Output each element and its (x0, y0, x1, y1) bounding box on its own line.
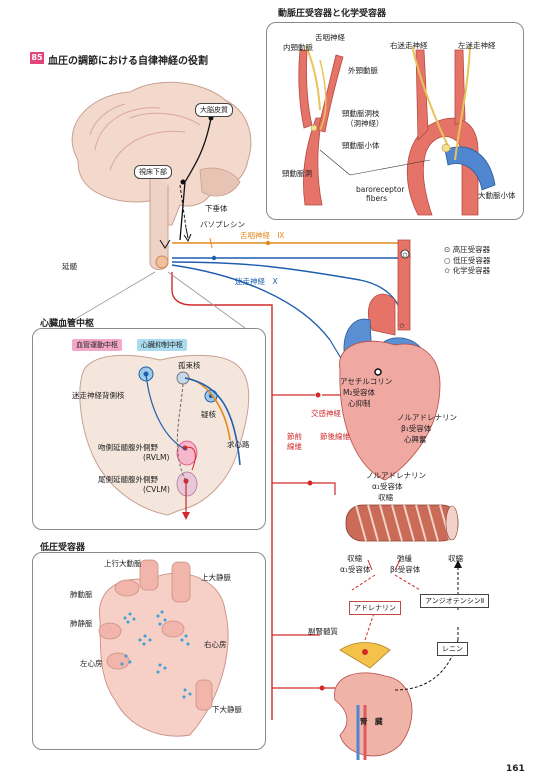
lp-label-1: 上大静脈 (201, 573, 231, 582)
vagus-label: 迷走神経 Ⅹ (235, 277, 278, 286)
carotid-label-4: 外頸動脈 (348, 66, 378, 75)
carotid-label-5: 頸動脈洞枝 (342, 109, 380, 118)
rvlm-label: 吻側延髄腹外側野 (98, 443, 158, 452)
low-pressure-icon: ○ (444, 255, 451, 265)
lp-label-6: 下大静脈 (212, 705, 242, 714)
chemoreceptor-icon: ✩ (444, 266, 451, 276)
lp-label-5: 左心房 (80, 659, 103, 668)
carotid-aorta-illustration (298, 45, 496, 216)
vessel-contract-label: 収縮 (378, 493, 393, 502)
carotid-label-3: 左迷走神経 (458, 41, 496, 50)
contract-c-label: 収縮 (448, 554, 463, 563)
renin-box: レニン (437, 642, 468, 656)
kidney-label: 腎 臓 (360, 717, 383, 726)
alpha1-b-label: α₁受容体 (340, 565, 371, 574)
high-pressure-icon: ⊙ (444, 245, 451, 254)
carotid-label-6: （洞神経） (346, 119, 384, 128)
baroreceptor-panel-title: 動脈圧受容器と化学受容器 (278, 9, 387, 19)
legend-low-pressure: ○ 低圧受容器 (444, 255, 491, 265)
preganglionic-label-2: 線維 (287, 442, 302, 451)
beta2-label: β₂受容体 (390, 565, 421, 574)
legend-chemoreceptor: ✩ 化学受容器 (444, 266, 491, 276)
rvlm-abbr: (RVLM) (143, 453, 170, 462)
section-number-badge: 85 (30, 52, 44, 64)
svg-text:✩: ✩ (401, 251, 408, 259)
heart-illustration: ✩ ✩ (339, 239, 441, 481)
vessel-alpha1-label: α₁受容体 (372, 482, 403, 491)
beta1-label: β₁受容体 (401, 424, 432, 433)
medulla-label: 延髄 (62, 262, 77, 271)
preganglionic-label: 節前 (287, 432, 302, 441)
svg-text:✩: ✩ (398, 322, 405, 330)
carotid-label-11: 大動脈小体 (478, 191, 516, 200)
cardio-inhibitory-tag: 心臓抑制中枢 (137, 339, 187, 351)
page-number: 161 (506, 764, 525, 774)
postganglionic-label: 節後線維 (320, 432, 350, 441)
sympathetic-label: 交感神経 (311, 409, 341, 418)
carotid-label-8: 頸動脈洞 (282, 169, 312, 178)
carotid-label-10: fibers (366, 194, 388, 203)
receptor-legend: ⊙ 高圧受容器 ○ 低圧受容器 ✩ 化学受容器 (444, 245, 491, 276)
dilate-label: 弛緩 (397, 554, 412, 563)
adrenaline-box: アドレナリン (349, 601, 401, 615)
kidney-illustration (334, 609, 459, 760)
carotid-label-9: baroreceptor (356, 185, 405, 194)
lp-label-4: 右心房 (204, 640, 227, 649)
low-pressure-panel (32, 552, 266, 750)
carotid-label-2: 右迷走神経 (390, 41, 428, 50)
contract-a-label: 収縮 (347, 554, 362, 563)
ach-label: アセチルコリン (340, 377, 393, 386)
vagus-nucleus-label: 迷走神経背側核 (72, 391, 125, 400)
lp-label-0: 上行大動脈 (104, 559, 142, 568)
low-pressure-title: 低圧受容器 (40, 543, 86, 553)
lp-label-2: 肺動脈 (70, 590, 93, 599)
hypothalamus-label: 視床下部 (134, 165, 172, 179)
carotid-label-7: 頸動脈小体 (342, 141, 380, 150)
cardio-center-title: 心臓血管中枢 (40, 319, 95, 329)
ambiguus-label: 疑核 (201, 410, 216, 419)
carotid-label-0: 舌咽神経 (315, 33, 345, 42)
lp-label-3: 肺静脈 (70, 619, 93, 628)
excite-label: 心興奮 (404, 435, 427, 444)
vasomotor-center-tag: 血管運動中枢 (72, 339, 122, 351)
cvlm-label: 尾側延髄腹外側野 (98, 475, 158, 484)
angiotensin-box: アンジオテンシンⅡ (420, 594, 490, 608)
nts-label: 孤束核 (178, 361, 201, 370)
legend-high-pressure: ⊙ 高圧受容器 (444, 245, 491, 254)
medulla-section (79, 354, 250, 520)
vasopressin-label: バソプレシン (200, 220, 245, 229)
cvlm-abbr: (CVLM) (143, 485, 170, 494)
page-title: 血圧の調節における自律神経の役割 (48, 56, 208, 67)
afferent-label: 求心路 (227, 440, 250, 449)
m2-label: M₂受容体 (343, 388, 375, 397)
carotid-label-1: 内頸動脈 (283, 43, 313, 52)
adrenal-medulla-label: 副腎髄質 (308, 627, 338, 636)
low-pressure-heart (98, 559, 229, 737)
heart-noradrenaline-label: ノルアドレナリン (397, 413, 457, 422)
vessel-noradrenaline-label: ノルアドレナリン (366, 471, 426, 480)
brain-illustration (71, 81, 252, 270)
vessel-illustration (345, 504, 462, 640)
pituitary-label: 下垂体 (205, 204, 228, 213)
cortex-label: 大脳皮質 (195, 103, 233, 117)
suppress-label: 心抑制 (348, 399, 371, 408)
baroreceptor-panel (266, 22, 524, 220)
glossopharyngeal-label: 舌咽神経 Ⅸ (240, 231, 285, 240)
cardio-center-panel (32, 328, 266, 530)
